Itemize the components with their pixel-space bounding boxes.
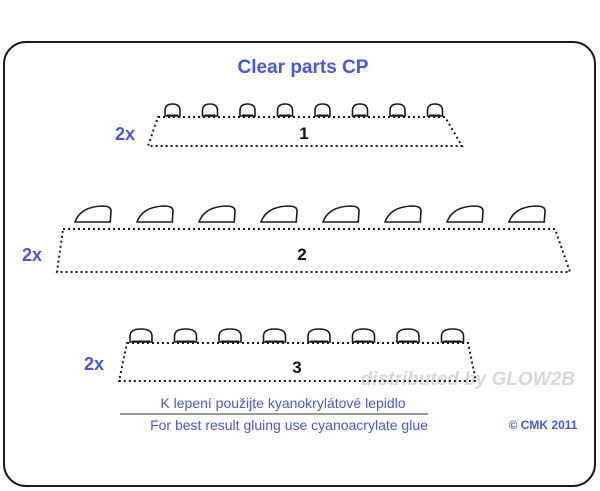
part-1-blisters xyxy=(164,103,444,117)
part-3-quantity: 2x xyxy=(84,354,104,374)
instructions: K lepení použijte kyanokrylátové lepidlo… xyxy=(120,395,578,433)
part-2-blister xyxy=(259,205,298,223)
part-3-blister xyxy=(129,328,153,343)
part-2-blister xyxy=(197,205,236,223)
part-1-blister xyxy=(164,103,181,117)
part-3-blister xyxy=(173,328,198,343)
part-3: 3 2x xyxy=(84,328,478,382)
part-2-blister xyxy=(73,205,112,223)
part-2-sprue-outline xyxy=(55,228,572,273)
part-2-quantity: 2x xyxy=(22,245,42,265)
part-1-number: 1 xyxy=(299,124,308,143)
card-frame xyxy=(3,41,596,487)
part-2-blister xyxy=(507,205,546,223)
part-1: 1 2x xyxy=(115,103,464,147)
instruction-english: For best result gluing use cyanoacrylate… xyxy=(150,417,428,433)
part-3-blister xyxy=(262,328,287,343)
watermark-text: distributed by GLOW2B xyxy=(361,369,576,390)
part-3-blister xyxy=(396,328,420,343)
part-1-blister xyxy=(276,103,294,117)
part-2-number: 2 xyxy=(297,245,306,264)
sheet-title: Clear parts CP xyxy=(238,57,369,78)
part-2-blister xyxy=(383,205,422,223)
part-2-blister xyxy=(135,205,174,223)
part-3-blister xyxy=(307,328,331,343)
part-2-blisters xyxy=(73,205,546,223)
instruction-czech: K lepení použijte kyanokrylátové lepidlo xyxy=(160,395,405,411)
watermark: distributed by GLOW2B xyxy=(361,369,576,390)
part-3-number: 3 xyxy=(292,358,301,377)
part-1-blister xyxy=(426,103,444,117)
part-2-blister xyxy=(321,205,360,223)
part-1-blister xyxy=(314,103,331,117)
part-1-blister xyxy=(239,103,256,117)
part-1-quantity: 2x xyxy=(115,124,135,144)
part-1-blister xyxy=(351,103,369,117)
part-3-blister xyxy=(351,328,376,343)
part-2: 2 2x xyxy=(22,205,572,273)
part-2-blister xyxy=(445,205,484,223)
copyright: © CMK 2011 xyxy=(509,418,578,432)
part-1-blister xyxy=(389,103,406,117)
part-1-sprue-outline xyxy=(146,116,464,147)
part-3-blister xyxy=(218,328,242,343)
part-3-blisters xyxy=(129,328,465,343)
part-1-blister xyxy=(201,103,219,117)
part-3-blister xyxy=(440,328,465,343)
